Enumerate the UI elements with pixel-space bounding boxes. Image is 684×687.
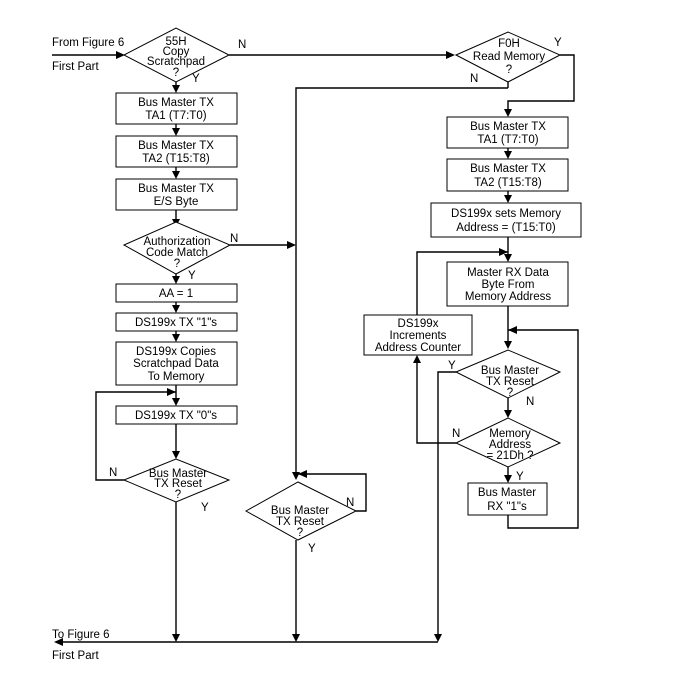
branch-label-yes: Y [188, 270, 196, 282]
decision-right-reset: Bus Master TX Reset ? [454, 349, 562, 399]
svg-text:TX Reset: TX Reset [486, 376, 535, 388]
svg-text:TX Reset: TX Reset [154, 478, 203, 490]
svg-text:Memory: Memory [489, 428, 531, 440]
svg-text:Bus Master: Bus Master [481, 365, 539, 377]
svg-text:Increments: Increments [390, 330, 447, 342]
svg-text:Copy: Copy [163, 46, 190, 58]
svg-text:Bus Master TX: Bus Master TX [138, 140, 214, 152]
branch-label-no: N [230, 233, 238, 245]
decision-left-reset: Bus Master TX Reset ? [122, 458, 231, 503]
svg-text:TA1 (T7:T0): TA1 (T7:T0) [477, 134, 538, 146]
process-tx-zeros: DS199x TX "0"s [115, 405, 238, 425]
svg-text:Memory Address: Memory Address [465, 291, 552, 303]
decision-middle-reset: Bus Master TX Reset ? [244, 481, 358, 541]
decision-authorization-match: Authorization Code Match ? [122, 221, 232, 275]
process-increments-counter: DS199x Increments Address Counter [363, 314, 473, 356]
svg-text:Code Match: Code Match [146, 247, 208, 259]
svg-text:E/S Byte: E/S Byte [154, 196, 199, 208]
svg-text:DS199x TX "1"s: DS199x TX "1"s [135, 317, 217, 329]
svg-text:55H: 55H [165, 36, 186, 48]
branch-label-no: N [346, 497, 354, 509]
process-tx-ta2: Bus Master TX TA2 (T15:T8) [115, 135, 238, 168]
svg-text:?: ? [297, 527, 303, 539]
svg-text:AA = 1: AA = 1 [159, 288, 193, 300]
svg-text:Bus Master TX: Bus Master TX [138, 183, 214, 195]
svg-text:Read Memory: Read Memory [473, 51, 545, 63]
svg-text:TX Reset: TX Reset [276, 516, 325, 528]
process-tx-ta1: Bus Master TX TA1 (T7:T0) [115, 92, 238, 125]
branch-label-yes: Y [192, 73, 200, 85]
svg-text:Bus Master TX: Bus Master TX [138, 97, 214, 109]
svg-text:Address = (T15:T0): Address = (T15:T0) [456, 222, 556, 234]
from-figure-label: From Figure 6 [52, 37, 124, 49]
process-right-tx-ta2: Bus Master TX TA2 (T15:T8) [446, 158, 569, 192]
process-right-tx-ta1: Bus Master TX TA1 (T7:T0) [446, 116, 569, 149]
svg-text:DS199x Copies: DS199x Copies [136, 346, 216, 358]
svg-text:TA2 (T15:T8): TA2 (T15:T8) [142, 153, 210, 165]
svg-text:?: ? [173, 67, 179, 79]
decision-memory-address: Memory Address = 21Dh ? [454, 417, 562, 468]
branch-label-no: N [109, 467, 117, 479]
branch-label-no: N [470, 73, 478, 85]
svg-text:DS199x TX "0"s: DS199x TX "0"s [135, 410, 217, 422]
process-sets-address: DS199x sets Memory Address = (T15:T0) [430, 202, 582, 238]
decision-read-memory: F0H Read Memory ? [454, 31, 562, 83]
svg-text:?: ? [506, 64, 512, 76]
branch-label-no: N [526, 396, 534, 408]
svg-text:Address Counter: Address Counter [375, 342, 461, 354]
branch-label-no: N [238, 39, 246, 51]
from-part-label: First Part [52, 61, 99, 73]
svg-text:?: ? [175, 489, 181, 501]
svg-text:Byte From: Byte From [481, 279, 534, 291]
branch-label-yes: Y [308, 543, 316, 555]
svg-text:F0H: F0H [498, 38, 520, 50]
svg-text:Scratchpad Data: Scratchpad Data [133, 358, 219, 370]
svg-text:DS199x: DS199x [398, 318, 439, 330]
svg-text:TA2 (T15:T8): TA2 (T15:T8) [474, 177, 542, 189]
process-tx-ones: DS199x TX "1"s [115, 312, 238, 332]
branch-label-yes: Y [201, 502, 209, 514]
svg-text:Bus Master TX: Bus Master TX [470, 163, 546, 175]
svg-text:?: ? [507, 387, 513, 399]
svg-text:Master RX Data: Master RX Data [467, 267, 549, 279]
process-aa-set: AA = 1 [115, 283, 238, 303]
svg-text:DS199x sets Memory: DS199x sets Memory [451, 208, 561, 220]
svg-text:TA1 (T7:T0): TA1 (T7:T0) [145, 110, 206, 122]
branch-label-yes: Y [554, 37, 562, 49]
branch-label-yes: Y [516, 471, 524, 483]
connector-lines [52, 51, 579, 646]
svg-text:Authorization: Authorization [143, 236, 210, 248]
branch-label-no: N [452, 428, 460, 440]
process-tx-es-byte: Bus Master TX E/S Byte [115, 178, 238, 211]
svg-text:To Memory: To Memory [148, 371, 205, 383]
svg-text:= 21Dh ?: = 21Dh ? [487, 450, 534, 462]
svg-text:RX "1"s: RX "1"s [487, 501, 527, 513]
decision-copy-scratchpad: 55H Copy Scratchpad ? [122, 27, 231, 83]
svg-text:Bus Master: Bus Master [271, 505, 329, 517]
svg-text:Bus Master: Bus Master [149, 468, 207, 480]
svg-text:Scratchpad: Scratchpad [147, 56, 205, 68]
svg-text:Bus Master TX: Bus Master TX [470, 121, 546, 133]
svg-text:?: ? [174, 258, 180, 270]
svg-text:Bus Master: Bus Master [478, 487, 536, 499]
process-rx-data: Master RX Data Byte From Memory Address [446, 261, 569, 307]
to-figure-label: To Figure 6 [52, 629, 110, 641]
process-rx-ones: Bus Master RX "1"s [467, 482, 548, 516]
branch-label-yes: Y [448, 360, 456, 372]
process-copies-data: DS199x Copies Scratchpad Data To Memory [115, 341, 238, 386]
svg-text:Address: Address [489, 439, 531, 451]
to-part-label: First Part [52, 650, 99, 662]
